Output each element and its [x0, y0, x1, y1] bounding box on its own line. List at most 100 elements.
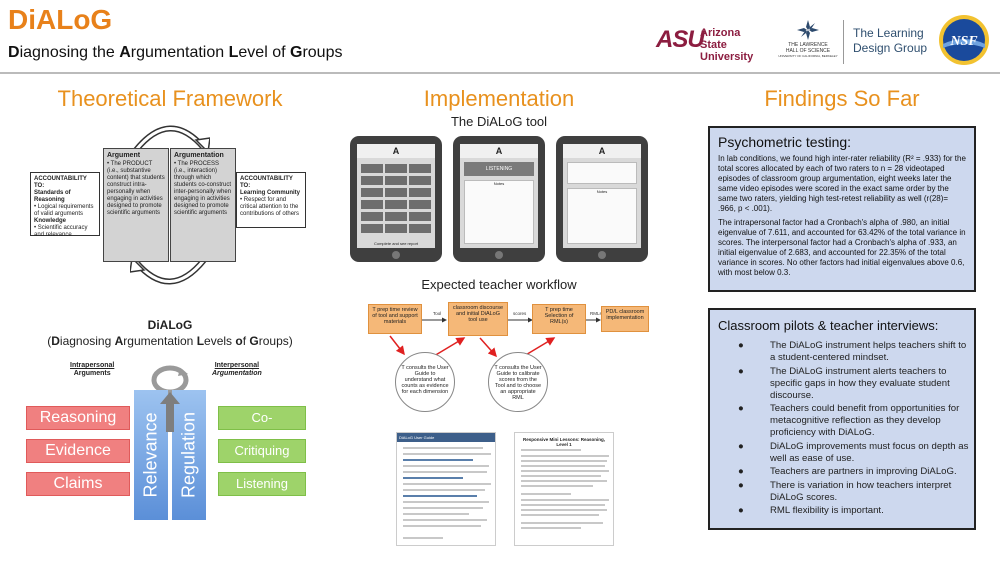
interpersonal-label: Interpersonal Argumentation — [212, 362, 262, 378]
poster-title: DiALoG — [8, 4, 113, 35]
implementation-heading: Implementation — [423, 86, 575, 111]
workflow-user-guide-2: T consults the User Guide to calibrate s… — [488, 352, 548, 412]
argument-body: • The PRODUCT (i.e., substantive content… — [107, 161, 165, 216]
list-item: ●The DiALoG instrument helps teachers sh… — [738, 340, 967, 363]
relevance-label: Relevance — [140, 412, 161, 498]
list-item: ●Teachers are partners in improving DiAL… — [738, 466, 957, 477]
acct-left-subtitle: Standards of Reasoning — [34, 190, 71, 203]
dialog-diagram-title: DiALoG — [147, 318, 193, 332]
acct-left-bullet-1: • Logical requirements of valid argument… — [34, 204, 94, 217]
tablet-3-notes-label: Notes — [596, 189, 608, 194]
workflow-user-guide-1: T consults the User Guide to understand … — [395, 352, 455, 412]
workflow-pd: PD/L classroom implementation — [601, 306, 649, 332]
acct-left-bullet-2: • Scientific accuracy and relevance — [34, 225, 88, 238]
lhs-line-1: THE LAWRENCE — [788, 42, 828, 48]
asu-wordmark: Arizona State University — [700, 27, 768, 63]
tablet-screen-1: A Complete and see report — [350, 136, 442, 262]
argument-box: Argument • The PRODUCT (i.e., substantiv… — [103, 148, 169, 262]
tablet-3-display: A Notes — [563, 144, 641, 248]
tablet-2-display: A LISTENING Notes — [460, 144, 538, 248]
tablet-1-footer: Complete and see report — [373, 241, 419, 246]
rml-document-title: Responsive Mini Lessons: Reasoning, Leve… — [522, 437, 606, 447]
classroom-pilots-heading: Classroom pilots & teacher interviews: — [718, 318, 939, 333]
critiquing-box: Critiquing — [218, 439, 306, 463]
tablet-screen-2: A LISTENING Notes — [453, 136, 545, 262]
lawrence-hall-logo: THE LAWRENCE HALL OF SCIENCE UNIVERSITY … — [778, 18, 838, 66]
relevance-pillar: Relevance — [134, 390, 168, 520]
psychometric-heading: Psychometric testing: — [718, 134, 852, 150]
tablet-screen-3: A Notes — [556, 136, 648, 262]
evidence-box: Evidence — [26, 439, 130, 463]
rml-document: Responsive Mini Lessons: Reasoning, Leve… — [514, 432, 614, 546]
user-guide-document: DiALoG User Guide — [396, 432, 496, 546]
learning-design-group-logo: The Learning Design Group — [853, 26, 927, 56]
acct-right-subtitle: Learning Community — [240, 190, 301, 196]
workflow-connectors — [389, 317, 601, 358]
acct-right-bullet-1: • Respect for and critical attention to … — [240, 197, 300, 217]
list-item: ●RML flexibility is important. — [738, 505, 884, 516]
findings-heading: Findings So Far — [764, 86, 920, 111]
regulation-label: Regulation — [178, 411, 199, 499]
regulation-pillar: Regulation — [172, 390, 206, 520]
workflow-tool-label: Tool — [433, 311, 442, 316]
claims-box: Claims — [26, 472, 130, 496]
cycle-arrow-bottom — [130, 258, 207, 285]
acct-left-knowledge: Knowledge — [34, 218, 67, 224]
tablet-3-notes: Notes — [567, 188, 637, 244]
logo-separator — [843, 20, 844, 64]
tablet-3-summary — [567, 162, 637, 184]
intrapersonal-label: Intrapersonal Arguments — [70, 362, 114, 378]
intra-line-1: Intrapersonal — [70, 362, 115, 369]
tablet-2-notes-label: Notes — [493, 181, 505, 186]
classroom-pilots-panel: Classroom pilots & teacher interviews: ●… — [708, 308, 976, 530]
inter-line-1: Interpersonal — [214, 362, 260, 369]
tablet-1-display: A Complete and see report — [357, 144, 435, 248]
tablet-3-home-button — [598, 251, 606, 259]
tablet-2-notes: Notes — [464, 180, 534, 244]
psychometric-paragraph-2: The intrapersonal factor had a Cronbach'… — [718, 218, 966, 277]
nsf-logo: NSF — [939, 15, 989, 65]
dialog-tool-heading: The DiALoG tool — [450, 114, 548, 129]
tablet-2-label: LISTENING — [464, 162, 534, 176]
up-arrow-icon — [160, 392, 180, 432]
tablet-2-home-button — [495, 251, 503, 259]
accountability-community-box: ACCOUNTABILITY TO: Learning Community • … — [236, 172, 306, 228]
co-constructing-box: Co-constructing — [218, 406, 306, 447]
list-item: ●The DiALoG instrument alerts teachers t… — [738, 365, 950, 401]
tablet-1-home-button — [392, 251, 400, 259]
cycle-arrow-top — [133, 125, 210, 152]
psychometric-paragraph-1: In lab conditions, we found high inter-r… — [718, 154, 966, 213]
list-item: ●There is variation in how teachers inte… — [738, 479, 952, 503]
list-item: ●DiALoG improvements must focus on depth… — [738, 440, 969, 464]
argumentation-box: Argumentation • The PROCESS (i.e., inter… — [170, 148, 236, 262]
accountability-standards-box: ACCOUNTABILITY TO: Standards of Reasonin… — [30, 172, 100, 238]
tablet-2-header: A — [460, 144, 538, 158]
acct-right-title: ACCOUNTABILITY TO: — [240, 176, 293, 189]
tablet-1-header: A — [357, 144, 435, 158]
tablet-3-header: A — [563, 144, 641, 158]
ldg-line-2: Design Group — [853, 41, 928, 55]
user-guide-title: DiALoG User Guide — [399, 435, 435, 440]
argument-heading: Argument — [107, 152, 141, 159]
workflow-prep-rml: T prep time Selection of RML(s) — [532, 304, 586, 334]
workflow-scores-label: scores — [513, 311, 527, 316]
workflow-classroom: classroom discourse and initial DiALoG t… — [448, 302, 508, 336]
lhs-line-3: UNIVERSITY OF CALIFORNIA, BERKELEY — [778, 54, 838, 58]
poster-subtitle: Diagnosing the Argumentation Level of Gr… — [8, 44, 343, 61]
reasoning-box: Reasoning — [26, 406, 130, 430]
findings-list: ●The DiALoG instrument helps teachers sh… — [718, 340, 972, 519]
ldg-line-1: The Learning — [853, 26, 924, 40]
list-item: ●Teachers could benefit from opportuniti… — [738, 403, 960, 438]
argumentation-heading: Argumentation — [174, 152, 224, 159]
asu-mark: ASU — [656, 26, 705, 53]
psychometric-testing-panel: Psychometric testing: In lab conditions,… — [708, 126, 976, 292]
workflow-prep-review: T prep time review of tool and support m… — [368, 304, 422, 334]
asu-line-2: University — [700, 51, 754, 63]
lawrence-hall-icon — [797, 20, 819, 40]
nsf-text: NSF — [949, 34, 978, 49]
intra-line-2: Arguments — [73, 370, 111, 377]
theoretical-framework-heading: Theoretical Framework — [57, 86, 283, 111]
user-guide-header: DiALoG User Guide — [397, 433, 495, 442]
argumentation-body: • The PROCESS (i.e., interaction) throug… — [174, 161, 232, 216]
dialog-diagram-subtitle: (Diagnosing Argumentation Levels of Grou… — [47, 334, 293, 348]
